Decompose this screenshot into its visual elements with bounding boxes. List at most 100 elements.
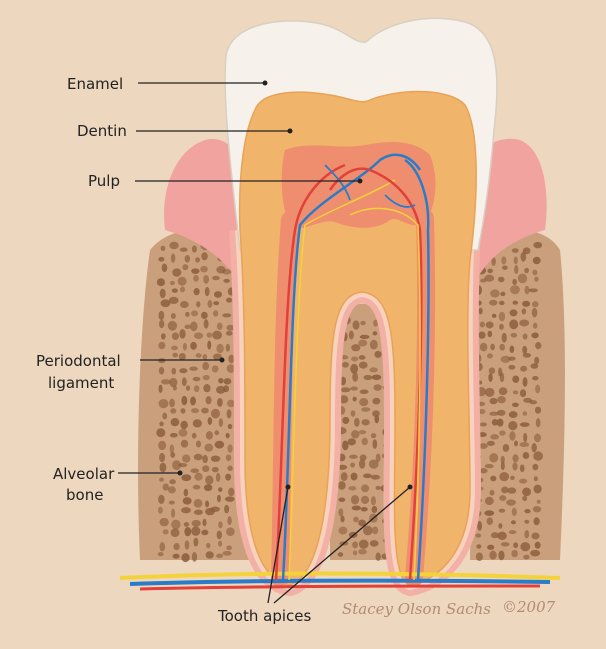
bone-trabecula: [519, 442, 530, 448]
bone-trabecula: [500, 542, 510, 547]
bone-trabecula: [351, 505, 361, 511]
bone-trabecula: [162, 529, 169, 535]
bone-trabecula: [222, 268, 232, 275]
bone-trabecula: [225, 330, 233, 336]
bone-trabecula: [195, 353, 202, 358]
bone-trabecula: [485, 321, 494, 329]
bone-trabecula: [184, 255, 191, 263]
bone-trabecula: [372, 439, 378, 449]
bone-trabecula: [340, 515, 345, 523]
bone-trabecula: [169, 241, 179, 250]
pointer-enamel: [262, 80, 268, 86]
bone-trabecula: [185, 385, 191, 391]
bone-trabecula: [507, 487, 517, 494]
bone-trabecula: [192, 376, 201, 382]
bone-trabecula: [216, 343, 224, 354]
bone-trabecula: [491, 419, 499, 426]
bone-trabecula: [182, 497, 192, 505]
bone-trabecula: [181, 395, 188, 406]
bone-trabecula: [486, 517, 493, 526]
bone-trabecula: [182, 454, 191, 463]
bone-trabecula: [184, 526, 192, 537]
bone-trabecula: [213, 301, 220, 306]
bone-trabecula: [479, 342, 488, 352]
bone-trabecula: [530, 549, 541, 557]
bone-trabecula: [200, 265, 208, 273]
bone-trabecula: [358, 355, 366, 360]
bone-trabecula: [511, 507, 517, 516]
bone-trabecula: [534, 433, 542, 443]
bone-trabecula: [522, 377, 528, 387]
bone-trabecula: [340, 387, 351, 393]
bone-trabecula: [179, 247, 188, 252]
bone-trabecula: [484, 496, 494, 506]
bone-trabecula: [190, 396, 196, 406]
bone-trabecula: [509, 319, 519, 330]
bone-trabecula: [192, 484, 201, 490]
bone-trabecula: [192, 419, 202, 428]
bone-trabecula: [210, 408, 220, 419]
bone-trabecula: [535, 418, 541, 428]
bone-trabecula: [488, 373, 493, 382]
leader-apex-right: [273, 486, 411, 604]
bone-trabecula: [216, 530, 222, 540]
bone-trabecula: [349, 454, 358, 459]
bone-trabecula: [358, 339, 368, 347]
bone-trabecula: [510, 520, 516, 525]
bone-trabecula: [227, 465, 233, 472]
bone-trabecula: [226, 324, 235, 331]
bone-trabecula: [523, 432, 528, 443]
bone-trabecula: [506, 499, 516, 506]
bone-trabecula: [225, 343, 231, 352]
bone-trabecula: [533, 484, 542, 494]
bone-trabecula: [479, 321, 486, 328]
bone-trabecula: [348, 330, 354, 340]
bone-trabecula: [532, 375, 539, 381]
bone-trabecula: [523, 554, 530, 560]
bone-trabecula: [512, 300, 519, 305]
bone-trabecula: [200, 311, 208, 320]
bone-trabecula: [352, 372, 359, 382]
bone-trabecula: [359, 398, 369, 407]
bone-trabecula: [162, 412, 168, 420]
bone-trabecula: [216, 385, 226, 394]
bone-trabecula: [337, 552, 344, 557]
bone-trabecula: [171, 345, 178, 351]
bone-trabecula: [491, 313, 497, 318]
label-dentin: Dentin: [77, 122, 127, 140]
bone-trabecula: [530, 363, 539, 369]
bone-trabecula: [227, 516, 232, 526]
bone-trabecula: [350, 386, 359, 391]
bone-trabecula: [214, 440, 225, 449]
bone-trabecula: [225, 454, 232, 462]
bone-trabecula: [508, 411, 518, 419]
bone-trabecula: [225, 297, 233, 303]
bone-trabecula: [156, 428, 166, 438]
bone-trabecula: [218, 378, 224, 384]
bone-trabecula: [361, 484, 370, 493]
bone-trabecula: [205, 396, 212, 405]
bone-trabecula: [484, 464, 494, 469]
bone-trabecula: [496, 418, 504, 427]
bone-trabecula: [350, 363, 359, 374]
bone-trabecula: [522, 333, 528, 340]
pointer-dentin: [287, 128, 293, 134]
bone-trabecula: [172, 385, 177, 391]
bone-trabecula: [158, 310, 165, 321]
bone-trabecula: [341, 361, 349, 368]
bone-trabecula: [524, 519, 530, 524]
bone-trabecula: [158, 384, 163, 394]
bone-trabecula: [191, 526, 201, 536]
bone-trabecula: [509, 309, 518, 317]
bone-trabecula: [533, 517, 540, 526]
bone-trabecula: [489, 397, 498, 405]
bone-trabecula: [531, 301, 539, 308]
bone-trabecula: [211, 365, 219, 373]
bone-trabecula: [158, 256, 165, 262]
bone-trabecula: [178, 463, 188, 468]
bone-trabecula: [212, 310, 219, 317]
bone-trabecula: [172, 460, 182, 471]
bone-trabecula: [519, 422, 530, 427]
bone-trabecula: [159, 421, 164, 427]
bone-trabecula: [350, 494, 360, 505]
